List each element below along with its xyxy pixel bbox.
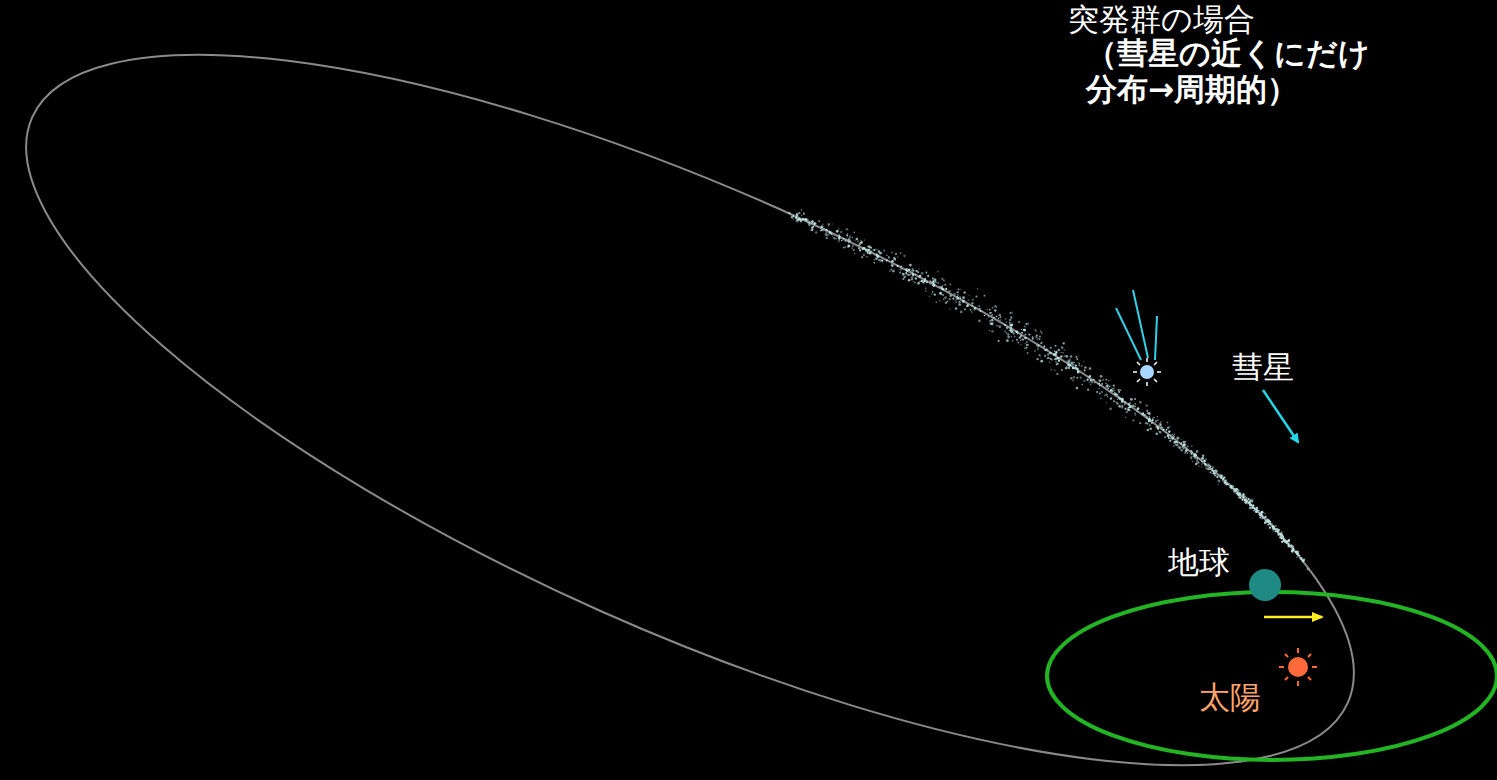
earth-symbol <box>1249 569 1281 601</box>
comet-label: 彗星 <box>1232 350 1294 386</box>
heading-text: 突発群の場合 <box>1068 2 1255 38</box>
earth-label: 地球 <box>1168 545 1230 581</box>
earth-motion-arrow <box>1264 616 1322 619</box>
comet-symbol <box>1116 290 1161 386</box>
note-text: （彗星の近くにだけ 分布→周期的） <box>1086 36 1402 107</box>
sun-label: 太陽 <box>1199 680 1261 716</box>
comet-orbit <box>0 0 1437 780</box>
comet-pointer-arrow <box>1263 390 1298 442</box>
sun-symbol <box>1279 648 1317 686</box>
meteoroid-stream <box>788 209 1309 570</box>
earth-orbit <box>1047 592 1497 760</box>
